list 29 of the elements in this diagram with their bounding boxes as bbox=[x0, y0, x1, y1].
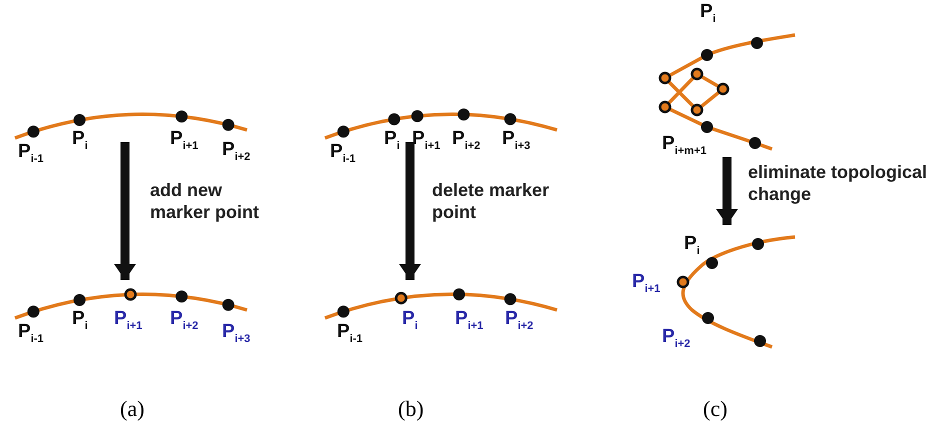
point-label: P$_{i-1}$ bbox=[337, 322, 363, 345]
point-label: P$_{i+1}$ bbox=[455, 309, 484, 332]
arrow bbox=[716, 157, 738, 225]
point-label: P$_{i+2}$ bbox=[222, 140, 250, 163]
point-label: P$_{i+3}$ bbox=[502, 129, 530, 152]
point-label: P$_{i}$ bbox=[402, 309, 418, 332]
point-label: P$_{i+2}$ bbox=[170, 309, 198, 332]
point-label: P$_{i}$ bbox=[700, 2, 716, 25]
panel-caption: (c) bbox=[703, 396, 728, 422]
point-label: P$_{i}$ bbox=[384, 129, 400, 152]
point-label: P$_{i-1}$ bbox=[18, 142, 44, 165]
point-label: P$_{i-1}$ bbox=[330, 142, 356, 165]
point-label: P$_{i+2}$ bbox=[505, 309, 534, 332]
point-label: P$_{i+2}$ bbox=[452, 129, 480, 152]
point-label: P$_{i+1}$ bbox=[412, 129, 440, 152]
point-label: P$_{i}$ bbox=[684, 234, 700, 257]
point-label: P$_{i+1}$ bbox=[170, 129, 198, 152]
point-label: P$_{i+3}$ bbox=[222, 322, 250, 345]
point-label: P$_{i-1}$ bbox=[18, 322, 44, 345]
point-label: P$_{i+1}$ bbox=[632, 272, 660, 295]
panel-caption: (b) bbox=[398, 396, 424, 422]
panel-caption: (a) bbox=[120, 396, 144, 422]
point-label: P$_{i+m+1}$ bbox=[662, 134, 706, 157]
arrow bbox=[399, 142, 421, 280]
point-label: P$_{i}$ bbox=[72, 309, 88, 332]
point-label: P$_{i+1}$ bbox=[114, 309, 142, 332]
point-label: P$_{i}$ bbox=[72, 129, 88, 152]
arrow bbox=[114, 142, 136, 280]
point-label: P$_{i+2}$ bbox=[662, 327, 690, 350]
